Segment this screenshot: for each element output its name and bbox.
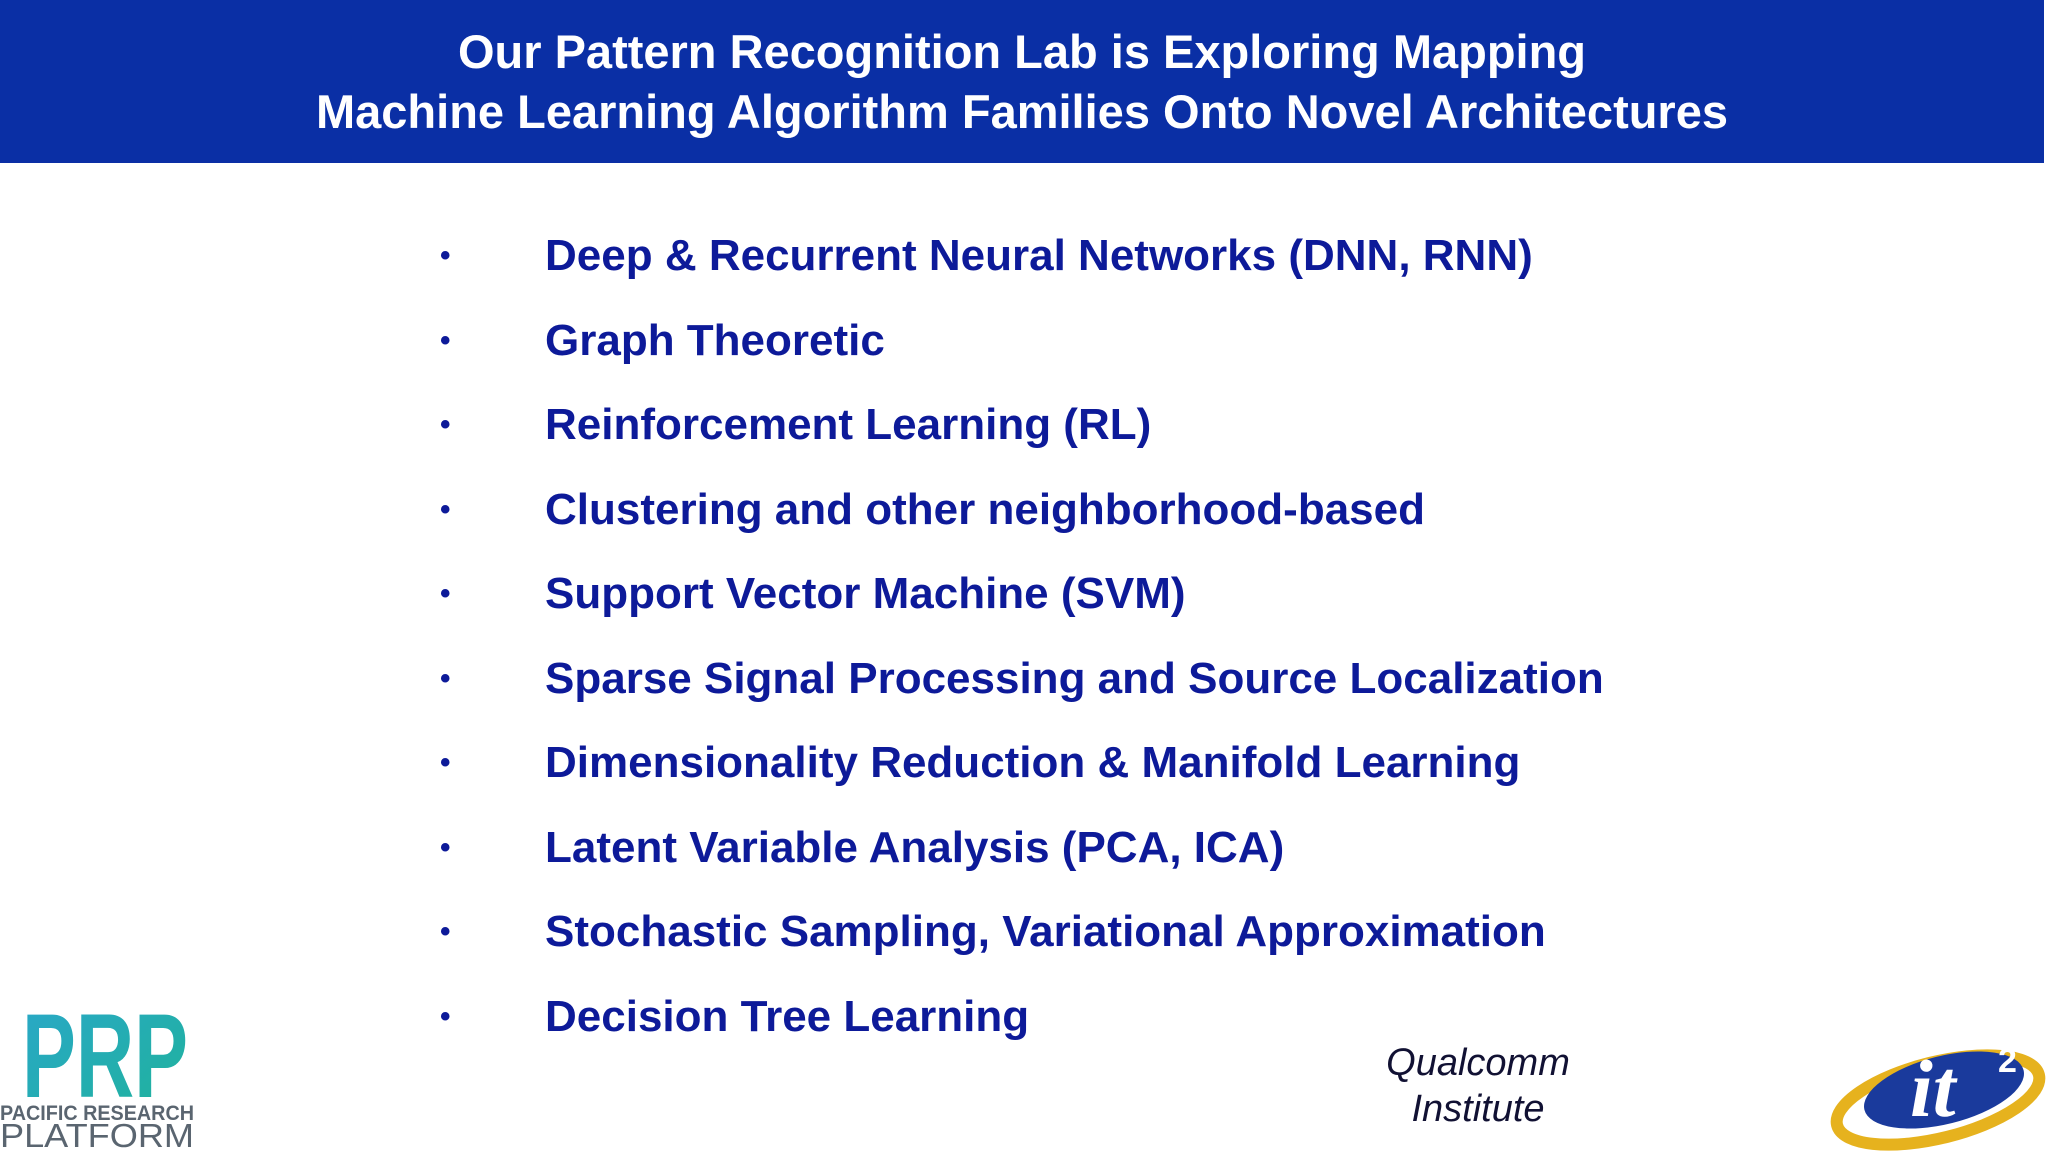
title-line-1: Our Pattern Recognition Lab is Exploring… xyxy=(457,24,1587,78)
bullet-list: • Deep & Recurrent Neural Networks (DNN, … xyxy=(440,214,1604,1059)
bullet-text: Deep & Recurrent Neural Networks (DNN, R… xyxy=(545,231,1533,281)
bullet-item: • Deep & Recurrent Neural Networks (DNN, … xyxy=(440,214,1604,299)
institute-line-1: Qualcomm xyxy=(1386,1042,1570,1084)
bullet-text: Graph Theoretic xyxy=(545,315,885,365)
bullet-item: • Decision Tree Learning xyxy=(440,975,1604,1060)
prp-letters: PRP xyxy=(22,989,188,1123)
bullet-item: • Support Vector Machine (SVM) xyxy=(440,552,1604,637)
bullet-text: Dimensionality Reduction & Manifold Lear… xyxy=(545,738,1521,788)
bullet-dot: • xyxy=(440,492,451,526)
it2-text: it xyxy=(1910,1043,1958,1134)
title-bar: Our Pattern Recognition Lab is Exploring… xyxy=(0,0,2044,163)
bullet-text: Stochastic Sampling, Variational Approxi… xyxy=(545,907,1546,957)
prp-logo: PRP PACIFIC RESEARCH PLATFORM xyxy=(0,985,200,1152)
bullet-text: Clustering and other neighborhood-based xyxy=(545,484,1425,534)
bullet-dot: • xyxy=(440,239,451,273)
qualcomm-institute-label: Qualcomm Institute xyxy=(1378,1040,1578,1132)
bullet-item: • Sparse Signal Processing and Source Loc… xyxy=(440,637,1604,722)
bullet-text: Latent Variable Analysis (PCA, ICA) xyxy=(545,822,1285,872)
bullet-dot: • xyxy=(440,999,451,1033)
title-line-2: Machine Learning Algorithm Families Onto… xyxy=(316,84,1728,138)
institute-line-2: Institute xyxy=(1411,1088,1545,1130)
bullet-item: • Reinforcement Learning (RL) xyxy=(440,383,1604,468)
it2-logo: it 2 xyxy=(1826,1030,2048,1152)
bullet-dot: • xyxy=(440,577,451,611)
bullet-item: • Graph Theoretic xyxy=(440,299,1604,384)
bullet-dot: • xyxy=(440,323,451,357)
bullet-text: Sparse Signal Processing and Source Loca… xyxy=(545,653,1604,703)
prp-line1: PACIFIC RESEARCH xyxy=(0,1102,194,1125)
it2-superscript: 2 xyxy=(1998,1042,2017,1080)
bullet-dot: • xyxy=(440,408,451,442)
bullet-dot: • xyxy=(440,830,451,864)
bullet-item: • Clustering and other neighborhood-based xyxy=(440,468,1604,553)
bullet-item: • Dimensionality Reduction & Manifold Lea… xyxy=(440,721,1604,806)
bullet-dot: • xyxy=(440,746,451,780)
bullet-text: Support Vector Machine (SVM) xyxy=(545,569,1186,619)
bullet-text: Reinforcement Learning (RL) xyxy=(545,400,1152,450)
bullet-item: • Latent Variable Analysis (PCA, ICA) xyxy=(440,806,1604,891)
bullet-dot: • xyxy=(440,915,451,949)
bullet-dot: • xyxy=(440,661,451,695)
bullet-text: Decision Tree Learning xyxy=(545,991,1030,1041)
prp-line2: PLATFORM xyxy=(0,1117,194,1152)
bullet-item: • Stochastic Sampling, Variational Approx… xyxy=(440,890,1604,975)
